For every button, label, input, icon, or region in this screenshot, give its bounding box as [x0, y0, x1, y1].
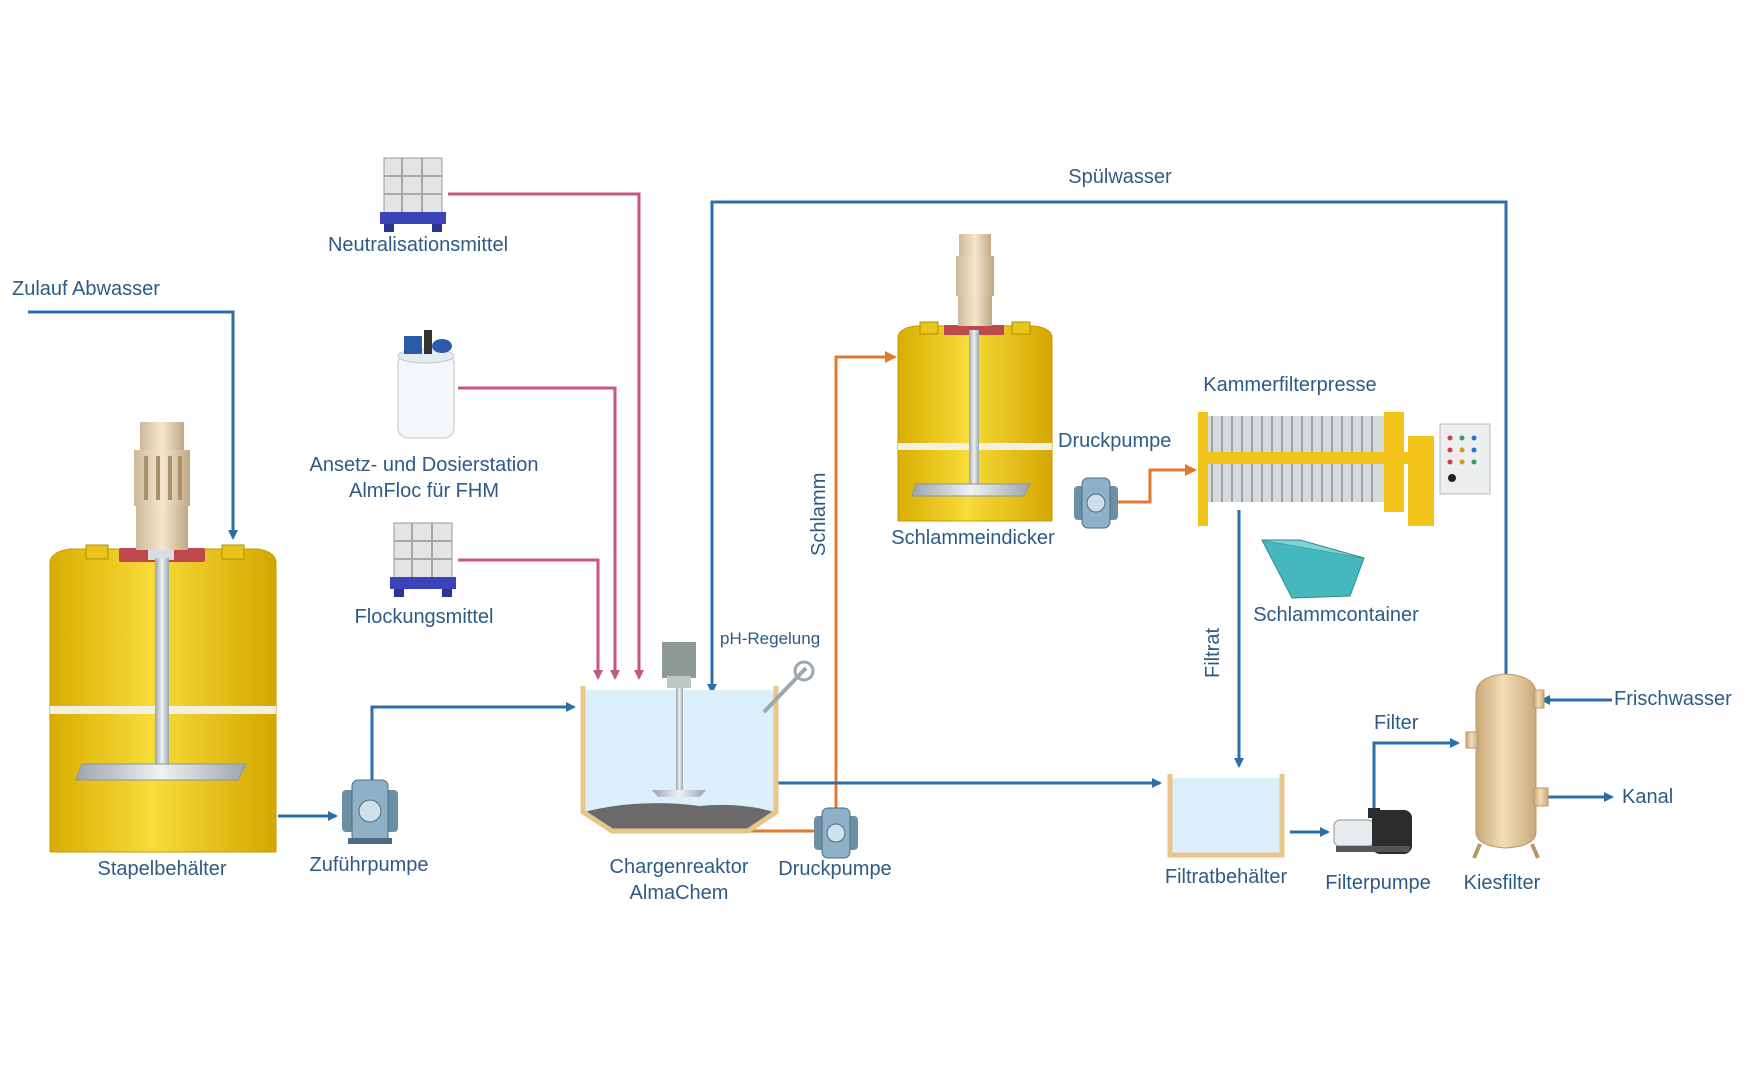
label-filterpumpe: Filterpumpe — [1325, 872, 1431, 894]
label-filtrat: Filtrat — [1202, 628, 1224, 678]
label-chargenreaktor-line2: AlmaChem — [629, 882, 729, 904]
label-zulauf-abwasser: Zulauf Abwasser — [12, 278, 160, 300]
label-ansetz-station-line2: AlmFloc für FHM — [349, 480, 499, 502]
diaphragm-pump-icon — [1074, 477, 1118, 529]
label-spuelwasser: Spülwasser — [1068, 166, 1172, 188]
ph-probe-icon — [762, 660, 815, 714]
label-druckpumpe-reaktor: Druckpumpe — [778, 858, 892, 880]
agitator-icon — [911, 234, 1031, 497]
pump-to-reactor-line — [370, 702, 576, 790]
filterpump-to-gravel-line — [1372, 738, 1460, 808]
label-neutralisationsmittel: Neutralisationsmittel — [327, 234, 509, 256]
inflow-line — [28, 310, 238, 540]
label-chargenreaktor-line1: Chargenreaktor — [609, 856, 749, 878]
rinse-water-line — [707, 200, 1508, 694]
label-ansetz-station-line1: Ansetz- und Dosierstation — [309, 454, 539, 476]
label-kanal: Kanal — [1622, 786, 1674, 808]
batch-reactor — [580, 642, 779, 834]
neutralisation-line — [448, 192, 644, 680]
label-schlammeindicker: Schlammeindicker — [891, 527, 1055, 549]
label-kiesfilter: Kiesfilter — [1463, 872, 1541, 894]
label-schlammcontainer: Schlammcontainer — [1253, 604, 1419, 626]
label-kammerfilterpresse: Kammerfilterpresse — [1203, 374, 1377, 396]
label-ph-regelung: pH-Regelung — [720, 629, 821, 648]
label-filtratbehaelter: Filtratbehälter — [1164, 866, 1288, 888]
label-druckpumpe-presse: Druckpumpe — [1058, 430, 1172, 452]
label-zufuehrpumpe: Zuführpumpe — [309, 854, 429, 876]
label-schlamm: Schlamm — [808, 472, 830, 556]
diaphragm-pump-icon — [342, 779, 398, 844]
ibc-container-icon — [380, 157, 446, 232]
diaphragm-pump-icon — [814, 807, 858, 859]
label-stapelbehaelter: Stapelbehälter — [97, 858, 227, 880]
agitator-icon — [75, 422, 247, 781]
sludge-to-press-line — [1118, 464, 1197, 504]
gravel-filter — [1465, 673, 1549, 859]
skip-container-icon — [1261, 539, 1365, 599]
dosing-station-icon — [397, 330, 455, 439]
label-frischwasser: Frischwasser — [1614, 688, 1732, 710]
filtrate-tank — [1167, 774, 1285, 858]
ibc-container-icon — [390, 522, 456, 597]
sludge-line — [727, 351, 897, 833]
dosing-line — [458, 386, 620, 680]
flocculant-line — [458, 558, 603, 680]
centrifugal-pump-icon — [1333, 808, 1412, 854]
label-flockungsmittel: Flockungsmittel — [354, 606, 494, 628]
filter-press-icon — [1198, 412, 1491, 526]
label-filter: Filter — [1374, 712, 1419, 734]
